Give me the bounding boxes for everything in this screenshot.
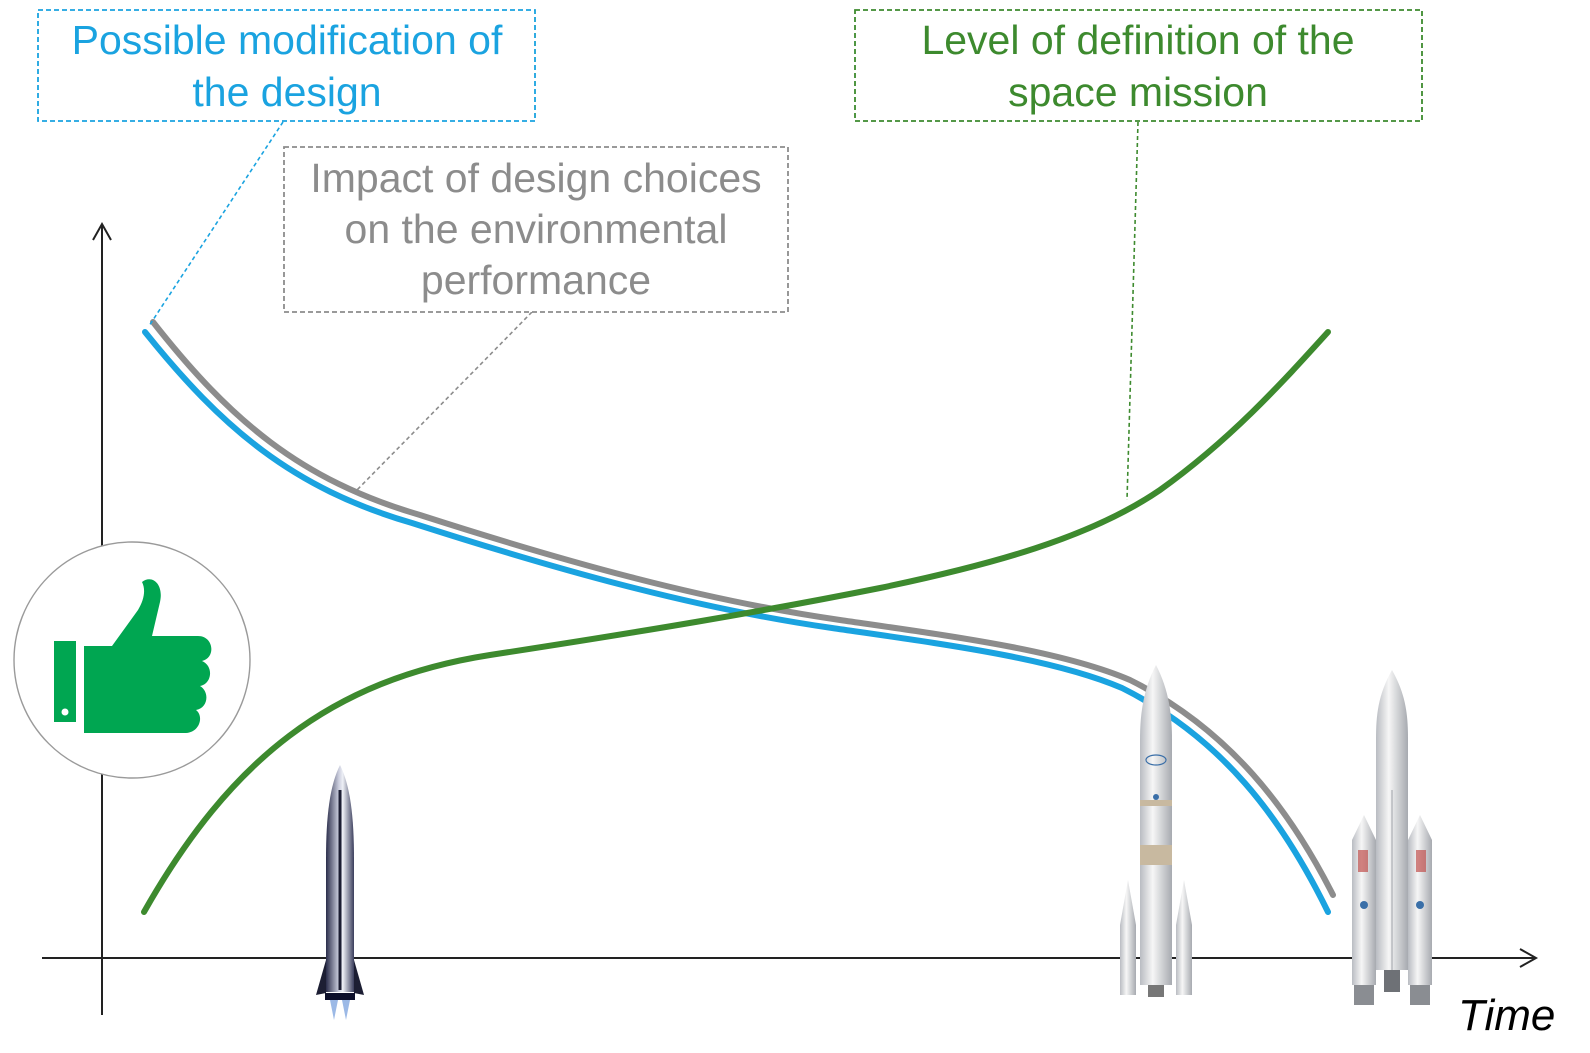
label-blue-line-1: Possible modification of <box>72 17 503 63</box>
label-box-possible-modification: Possible modification of the design <box>37 9 536 122</box>
ariane-5-rocket-icon <box>1352 670 1432 1005</box>
label-box-blue-frame <box>37 9 536 122</box>
label-green-line-2: space mission <box>1008 69 1268 115</box>
thumbs-up-icon <box>13 541 251 779</box>
curves <box>141 319 1336 915</box>
connector-gray <box>354 311 533 493</box>
callout-connectors <box>148 121 1139 501</box>
label-gray-line-3: performance <box>421 257 651 303</box>
label-green-line-1: Level of definition of the <box>921 17 1354 63</box>
ariane-6-rocket-icon <box>1120 665 1192 997</box>
label-box-impact: Impact of design choices on the environm… <box>283 146 789 313</box>
curve-possible-modification <box>142 329 1331 915</box>
label-box-level-of-definition: Level of definition of the space mission <box>854 9 1423 122</box>
label-box-gray-frame <box>283 146 789 313</box>
curve-impact-environmental <box>150 319 1336 898</box>
label-box-green-frame <box>854 9 1423 122</box>
label-gray-line-2: on the environmental <box>345 206 728 252</box>
future-reusable-rocket-icon <box>316 765 364 1020</box>
x-axis-label-time: Time <box>1458 991 1555 1040</box>
label-blue-line-2: the design <box>192 69 381 115</box>
y-axis-arrowhead <box>92 221 112 241</box>
connector-blue <box>148 121 284 327</box>
label-gray-line-1: Impact of design choices <box>310 155 761 201</box>
curve-level-of-definition <box>141 329 1331 915</box>
x-axis-arrowhead <box>1519 948 1539 968</box>
connector-green <box>1126 121 1139 501</box>
